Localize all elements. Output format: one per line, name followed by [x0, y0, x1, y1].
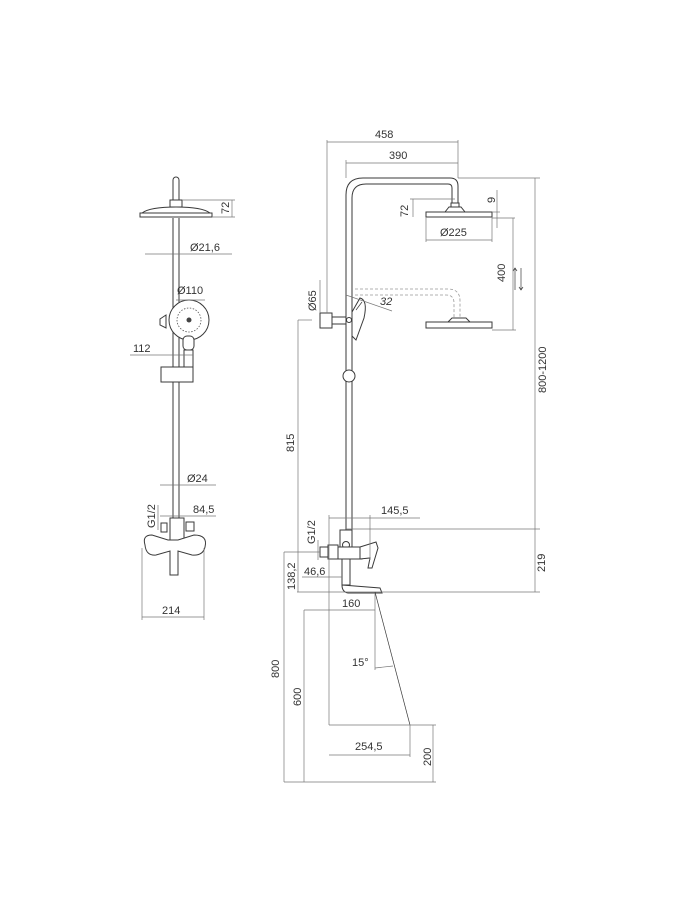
- mixer-front: [319, 529, 383, 594]
- overhead-shower-side: [139, 199, 213, 218]
- dim-head-height-front: 72: [399, 205, 411, 217]
- dim-inlet-depth: 46,6: [304, 566, 325, 578]
- dim-hand-angle: 32: [380, 296, 392, 308]
- dim-mixer-width: 214: [162, 605, 180, 617]
- slider-side: [160, 366, 194, 383]
- adjust-arrows-icon: [512, 267, 524, 291]
- overhead-shower-front: [425, 202, 493, 218]
- hand-shower-side: [159, 299, 210, 375]
- dim-water-drop: 200: [422, 748, 434, 766]
- dim-inlet-thread-front: G1/2: [306, 520, 318, 544]
- dim-water-reach: 254,5: [355, 741, 383, 753]
- dim-spout-angle: 15°: [352, 657, 369, 669]
- dim-bracket-diameter: Ø65: [307, 290, 319, 311]
- dim-pipe-diameter-top: Ø21,6: [190, 242, 220, 254]
- front-view: 458 390 72 9 Ø225 400 32 Ø65 800-1200 81…: [270, 129, 549, 783]
- dim-mount-height: 800: [270, 660, 282, 678]
- wall-bracket: [319, 312, 352, 329]
- dim-head-gap: 9: [486, 197, 498, 203]
- dim-head-diameter: Ø225: [440, 227, 467, 239]
- shower-pole-front: [345, 177, 459, 530]
- shower-pole-side: [172, 176, 180, 535]
- mixer-side: [143, 517, 206, 576]
- dim-arm-reach: 390: [389, 150, 407, 162]
- dim-mixer-to-top: 219: [536, 554, 548, 572]
- dim-hand-shower-diameter: Ø110: [177, 285, 203, 297]
- dim-total-height: 800-1200: [537, 347, 549, 394]
- hand-shower-front: [351, 297, 366, 341]
- dim-head-height: 72: [220, 202, 232, 214]
- dim-tub-edge-height: 600: [292, 688, 304, 706]
- dim-height-adjust: 400: [496, 264, 508, 282]
- dim-mixer-depth: 84,5: [193, 504, 214, 516]
- dim-total-reach: 458: [375, 129, 393, 141]
- side-dimensions: [130, 199, 235, 620]
- dim-bracket-height: 815: [285, 434, 297, 452]
- dim-mixer-reach: 145,5: [381, 505, 409, 517]
- dim-spout-height: 138,2: [286, 562, 298, 590]
- side-view: 72 Ø21,6 Ø110 112 Ø24 G1/2 84,5 214: [130, 176, 235, 620]
- dim-pipe-diameter-bottom: Ø24: [187, 473, 208, 485]
- front-dimensions: [283, 140, 540, 783]
- overhead-shower-lowered: [355, 288, 493, 329]
- dim-inlet-thread: G1/2: [146, 504, 158, 528]
- dim-slider-offset: 112: [133, 343, 151, 355]
- dim-spout-reach: 160: [342, 598, 360, 610]
- slider-knob: [342, 369, 356, 383]
